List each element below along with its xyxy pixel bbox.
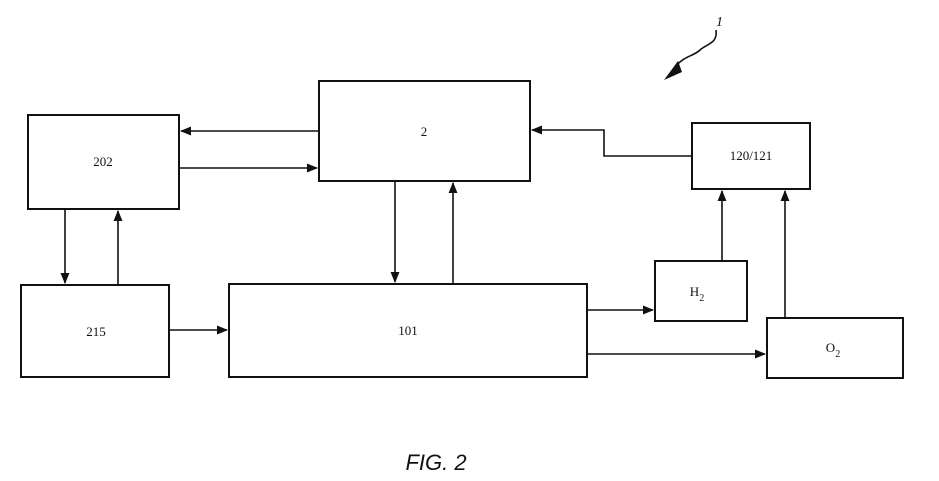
block-2: 2: [319, 81, 530, 181]
reference-numeral: 1: [716, 15, 723, 30]
block-2-label: 2: [421, 124, 428, 139]
block-101-label: 101: [398, 323, 418, 338]
block-h2: H2: [655, 261, 747, 321]
figure-caption: FIG. 2: [405, 450, 466, 475]
block-215-label: 215: [86, 324, 106, 339]
block-h2-box: [655, 261, 747, 321]
block-o2: O2: [767, 318, 903, 378]
reference-leader-line: [676, 30, 716, 66]
block-120-121: 120/121: [692, 123, 810, 189]
reference-numeral-group: 1: [664, 15, 723, 80]
block-o2-subscript: 2: [835, 349, 840, 360]
block-h2-label: H: [690, 284, 699, 299]
block-120-121-label: 120/121: [730, 148, 773, 163]
block-h2-subscript: 2: [699, 293, 704, 304]
block-o2-label: O: [826, 340, 835, 355]
block-202: 202: [28, 115, 179, 209]
reference-leader-arrowhead: [664, 61, 682, 80]
block-215: 215: [21, 285, 169, 377]
block-202-label: 202: [93, 154, 113, 169]
arrow-120-121-to-2: [532, 130, 692, 156]
block-101: 101: [229, 284, 587, 377]
